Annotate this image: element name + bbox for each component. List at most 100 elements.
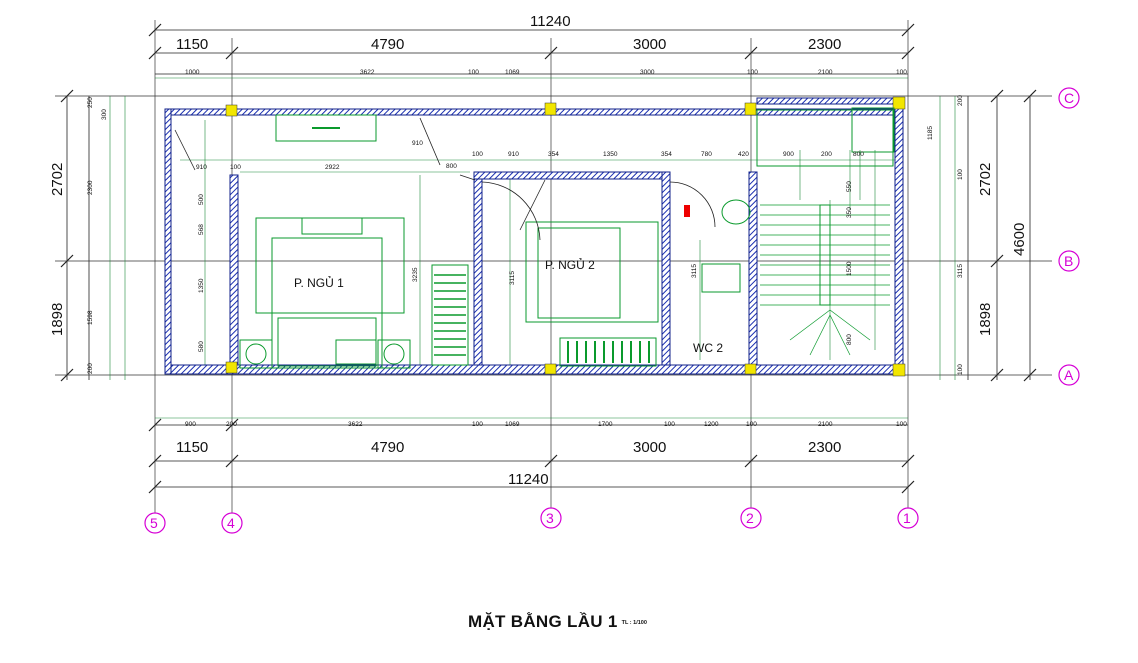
- drawing-title-text: MẶT BẰNG LẦU 1: [468, 612, 618, 631]
- axis-markers: [144, 87, 1080, 534]
- dim-bs-4: 100: [472, 421, 483, 428]
- columns: [225, 96, 906, 377]
- dim-in-17: 3115: [509, 271, 516, 285]
- dim-lf-1: 250: [87, 97, 94, 108]
- doors: [174, 117, 716, 241]
- dim-in-8: 354: [548, 151, 559, 158]
- dim-right-1: 2702: [977, 163, 994, 196]
- dim-in-18: 3115: [691, 264, 698, 278]
- dim-rs-4: 100: [957, 364, 964, 375]
- dim-ts-1: 1000: [185, 69, 200, 76]
- dim-ts-5: 3000: [640, 69, 655, 76]
- dim-rs-2: 100: [957, 169, 964, 180]
- dim-in-27: 800: [846, 334, 853, 345]
- dim-in-16: 3235: [412, 267, 419, 282]
- axis-bubble-a: [1058, 364, 1080, 386]
- dim-bs-7: 100: [664, 421, 675, 428]
- axis-bubble-3: [540, 507, 562, 529]
- dim-in-23: 1500: [846, 261, 853, 276]
- dim-in-24: 550: [846, 181, 853, 192]
- dim-in-3: 2922: [325, 164, 340, 171]
- dim-left-1: 2702: [49, 163, 66, 196]
- stair-treads: [760, 204, 890, 356]
- dim-bs-3: 3622: [348, 421, 363, 428]
- dim-top-1: 1150: [176, 36, 208, 53]
- dim-bs-1: 900: [185, 421, 196, 428]
- dim-ts-2: 3622: [360, 69, 375, 76]
- room-label-wc2: WC 2: [693, 341, 723, 355]
- dim-in-2: 100: [230, 164, 241, 171]
- dim-lf-2: 300: [101, 109, 108, 120]
- dim-bs-8: 1200: [704, 421, 719, 428]
- dim-in-20: 568: [198, 224, 205, 235]
- dim-in-13: 900: [783, 151, 794, 158]
- axis-label-1: 1: [903, 510, 911, 526]
- dim-bot-2: 4790: [371, 439, 404, 456]
- dim-rs-1: 200: [957, 95, 964, 106]
- room-label-bedroom2: P. NGỦ 2: [545, 257, 595, 272]
- axis-label-c: C: [1064, 90, 1074, 106]
- dim-left-2: 1898: [49, 303, 66, 336]
- dim-ts-4: 1069: [505, 69, 520, 76]
- axis-bubble-b: [1058, 250, 1080, 272]
- dim-ts-7: 2100: [818, 69, 833, 76]
- dim-top-2: 4790: [371, 36, 404, 53]
- wardrobe-bed2: [567, 341, 650, 363]
- dim-in-26: 1185: [927, 126, 934, 140]
- dim-in-10: 354: [661, 151, 672, 158]
- dim-ts-6: 100: [747, 69, 758, 76]
- dim-bs-9: 100: [746, 421, 757, 428]
- axis-label-4: 4: [227, 515, 235, 531]
- dim-bs-11: 100: [896, 421, 907, 428]
- dim-top-total: 11240: [530, 13, 571, 30]
- dim-in-14: 200: [821, 151, 832, 158]
- dim-top-4: 2300: [808, 36, 841, 53]
- axis-label-b: B: [1064, 253, 1073, 269]
- dim-bot-1: 1150: [176, 439, 208, 456]
- dim-in-22: 580: [198, 341, 205, 352]
- dim-ts-8: 100: [896, 69, 907, 76]
- dim-top-3: 3000: [633, 36, 666, 53]
- axis-bubble-1: [897, 507, 919, 529]
- dim-in-4: 910: [412, 140, 423, 147]
- dim-right-2: 1898: [977, 303, 994, 336]
- axis-bubble-5: [144, 512, 166, 534]
- drawing-scale: TL : 1/100: [621, 619, 647, 626]
- dim-bot-total: 11240: [508, 471, 549, 488]
- dim-lf-5: 200: [87, 363, 94, 374]
- axis-label-3: 3: [546, 510, 554, 526]
- dim-in-9: 1350: [603, 151, 618, 158]
- dim-bot-3: 3000: [633, 439, 666, 456]
- dim-in-21: 1350: [198, 278, 205, 293]
- dim-bs-10: 2100: [818, 421, 833, 428]
- dim-in-15: 800: [853, 151, 864, 158]
- dim-bs-2: 200: [226, 421, 237, 428]
- dim-in-7: 910: [508, 151, 519, 158]
- axis-label-a: A: [1064, 367, 1074, 383]
- dim-in-19: 500: [198, 194, 205, 205]
- dim-lf-3: 2300: [87, 180, 94, 195]
- dim-bs-6: 1700: [598, 421, 613, 428]
- dim-in-11: 780: [701, 151, 712, 158]
- dim-ts-3: 100: [468, 69, 479, 76]
- dim-bot-4: 2300: [808, 439, 841, 456]
- axis-label-2: 2: [746, 510, 754, 526]
- axis-bubble-c: [1058, 87, 1080, 109]
- red-marks: [684, 205, 690, 217]
- dim-in-6: 100: [472, 151, 483, 158]
- axis-bubble-2: [740, 507, 762, 529]
- dim-lf-4: 1598: [87, 310, 94, 325]
- walls: [164, 97, 904, 376]
- axis-bubble-4: [221, 512, 243, 534]
- dim-rs-3: 3115: [957, 264, 964, 278]
- dim-in-25: 350: [846, 207, 853, 218]
- dim-bs-5: 1069: [505, 421, 520, 428]
- dim-right-total: 4600: [1011, 223, 1028, 256]
- room-label-bedroom1: P. NGỦ 1: [294, 275, 344, 290]
- axis-label-5: 5: [150, 515, 158, 531]
- wardrobe-bed1: [434, 274, 466, 356]
- dim-in-1: 910: [196, 164, 207, 171]
- furniture: [239, 107, 895, 369]
